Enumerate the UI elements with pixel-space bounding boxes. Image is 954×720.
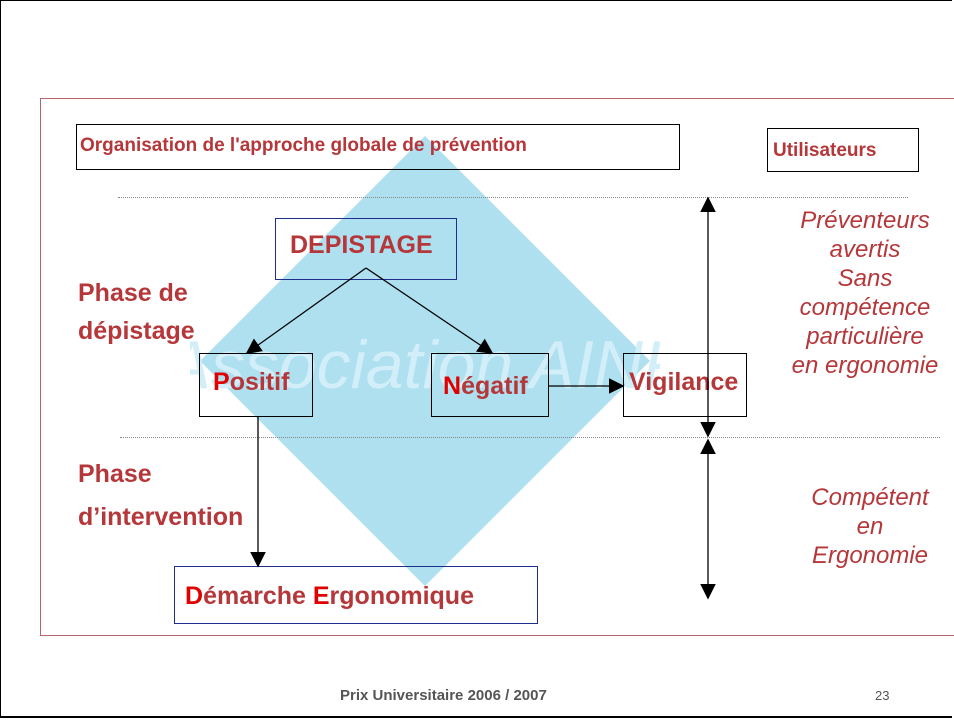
demarche-e-letter: E: [312, 582, 330, 610]
users-group-1-line: Préventeurs: [800, 207, 930, 234]
users-group-1-line: particulière: [806, 323, 924, 350]
users-group-2-line: en: [856, 513, 884, 540]
negatif-node-label: Négatif: [443, 372, 528, 401]
negatif-first-letter: N: [443, 372, 462, 400]
vigilance-node-label: Vigilance: [629, 368, 739, 396]
watermark-text: Association AINF: [190, 327, 660, 403]
page-number: 23: [875, 688, 890, 703]
users-group-1: Préventeurs avertis Sans compétence part…: [760, 206, 954, 380]
separator-middle: [120, 437, 940, 438]
users-title: Utilisateurs: [773, 140, 877, 161]
demarche-d-letter: D: [185, 582, 204, 610]
watermark-logo: Association AINF: [190, 136, 660, 586]
phase-depistage-label: Phase de dépistage: [78, 279, 195, 345]
positif-node-label: Positif: [213, 368, 289, 397]
content-frame: [40, 98, 954, 636]
users-group-2: Compétent en Ergonomie: [770, 483, 954, 570]
users-group-1-line: avertis: [829, 236, 901, 263]
positif-first-letter: P: [213, 368, 230, 396]
users-group-2-line: Compétent: [811, 484, 929, 511]
users-group-2-line: Ergonomie: [811, 542, 929, 569]
users-title-box: [767, 128, 919, 172]
arrow-to-negatif: [365, 267, 494, 354]
positif-rest: ositif: [229, 368, 290, 396]
depistage-node-label: DEPISTAGE: [290, 231, 433, 259]
arrow-to-positif: [245, 267, 367, 354]
separator-top: [118, 197, 908, 198]
depistage-node: [275, 218, 457, 280]
phase-intervention-label: Phase d’intervention: [78, 460, 244, 531]
users-group-1-line: Sans: [837, 265, 893, 292]
demarche-rest2: rgonomique: [329, 582, 474, 610]
users-group-1-line: en ergonomie: [791, 352, 939, 379]
demarche-node-label: Démarche Ergonomique: [185, 582, 474, 611]
org-title-box: [76, 124, 680, 170]
org-title: Organisation de l'approche globale de pr…: [80, 135, 527, 156]
demarche-node: [174, 566, 538, 624]
users-group-1-line: compétence: [799, 294, 931, 321]
demarche-rest1: émarche: [203, 582, 313, 610]
negatif-rest: égatif: [461, 372, 528, 400]
footer-text: Prix Universitaire 2006 / 2007: [340, 687, 547, 704]
